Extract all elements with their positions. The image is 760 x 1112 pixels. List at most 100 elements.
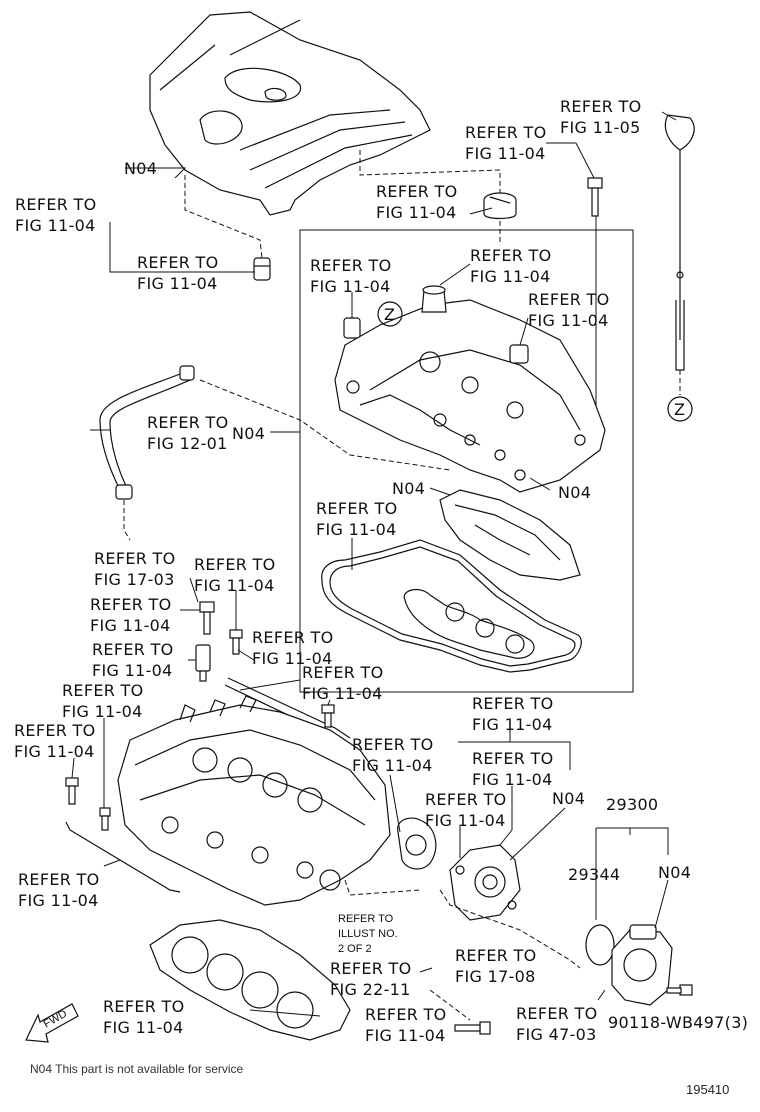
label-ref-head-left2-a: REFER TO: [14, 721, 96, 740]
label-ref-pump-mid-a: REFER TO: [472, 749, 554, 768]
label-ref-illust-c: 2 OF 2: [338, 943, 372, 955]
label-ref-22-11-a: REFER TO: [330, 959, 412, 978]
label-ref-head-left-a: REFER TO: [62, 681, 144, 700]
z-right-label: Z: [674, 400, 685, 419]
oil-filler-cap: [483, 192, 517, 220]
label-ref-pcv-a: REFER TO: [147, 413, 229, 432]
label-ref-sensor-b: FIG 11-04: [92, 661, 173, 680]
label-ref-bracket-b: FIG 11-04: [18, 891, 99, 910]
label-ref-thermo-a: REFER TO: [352, 735, 434, 754]
label-ref-head-left-b: FIG 11-04: [62, 702, 143, 721]
vacuum-pump-oring: [585, 924, 615, 966]
forward-arrow: FWD: [25, 1003, 79, 1043]
pcv-hose: [99, 365, 195, 500]
label-ref-pump-top-b: FIG 11-04: [472, 715, 553, 734]
head-gasket: [149, 919, 351, 1041]
z-marker-left: [377, 301, 403, 327]
label-part-90118: 90118-WB497(3): [608, 1013, 748, 1032]
bolt-bottom: [454, 1021, 491, 1035]
label-ref-rail-a: REFER TO: [252, 628, 334, 647]
footnote-not-available: N04 This part is not available for servi…: [30, 1062, 244, 1076]
label-ref-bracket-a: REFER TO: [18, 870, 100, 889]
label-ref-stud-a: REFER TO: [90, 595, 172, 614]
label-ref-headgasket-a: REFER TO: [103, 997, 185, 1016]
bolt-left-low: [65, 777, 79, 805]
label-ref-bolt-small-a: REFER TO: [302, 663, 384, 682]
label-ref-plug-left-a: REFER TO: [310, 256, 392, 275]
vacuum-pump-bracket: [596, 827, 669, 855]
sensor-left: [195, 644, 211, 682]
leader-lines: [71, 111, 677, 1017]
bolt-upper-right: [587, 177, 603, 217]
label-ref-gasket-b: FIG 11-04: [316, 520, 397, 539]
label-ref-illust-a: REFER TO: [338, 913, 394, 925]
text-labels: REFER TO FIG 11-05 REFER TO FIG 11-04 N0…: [14, 97, 748, 1045]
baffle-plate: [439, 489, 581, 581]
label-ref-dipstick-a: REFER TO: [465, 123, 547, 142]
label-ref-stud-b: FIG 11-04: [90, 616, 171, 635]
label-ref-bolt-top-b: FIG 11-04: [194, 576, 275, 595]
spark-plug-tube-seal-mid: [421, 285, 447, 313]
label-ref-headgasket-b: FIG 11-04: [103, 1018, 184, 1037]
z-left-label: Z: [384, 305, 395, 324]
label-n04-pump: N04: [552, 789, 585, 808]
water-outlet-gasket: [397, 817, 437, 870]
label-ref-plug-mid-a: REFER TO: [470, 246, 552, 265]
cover-grommet: [253, 257, 271, 281]
label-ref-oilcap-b: FIG 11-04: [376, 203, 457, 222]
cylinder-head: [117, 695, 391, 906]
head-dash-right: [344, 879, 421, 896]
label-ref-pump-low-b: FIG 11-04: [425, 811, 506, 830]
label-ref-17-03-b: FIG 17-03: [94, 570, 175, 589]
pump-group-bracket: [458, 741, 571, 770]
bottom-bolt-dash: [429, 989, 471, 1021]
label-ref-11-05-a: REFER TO: [560, 97, 642, 116]
label-ref-grommet-b: FIG 11-04: [137, 274, 218, 293]
label-ref-cover-left-a: REFER TO: [15, 195, 97, 214]
spark-plug-tube-seal-right: [509, 344, 529, 364]
label-ref-plug-left-b: FIG 11-04: [310, 277, 391, 296]
valve-cover-gasket: [321, 539, 582, 673]
label-n04-pcv: N04: [232, 424, 265, 443]
diagram-number: 195410: [686, 1082, 730, 1097]
label-ref-plug-mid-b: FIG 11-04: [470, 267, 551, 286]
label-ref-bottom-bolt-b: FIG 11-04: [365, 1026, 446, 1045]
label-ref-pump-top-a: REFER TO: [472, 694, 554, 713]
label-ref-47-03-b: FIG 47-03: [516, 1025, 597, 1044]
label-ref-plug-right-b: FIG 11-04: [528, 311, 609, 330]
stud-left-low: [99, 807, 111, 831]
label-ref-pump-mid-b: FIG 11-04: [472, 770, 553, 789]
label-ref-bolt-small-b: FIG 11-04: [302, 684, 383, 703]
label-ref-plug-right-a: REFER TO: [528, 290, 610, 309]
pump-dash: [439, 889, 581, 969]
oil-dipstick: [664, 114, 695, 371]
label-n04-baffle: N04: [558, 483, 591, 502]
vacuum-pump: [611, 924, 673, 1006]
label-n04-cover: N04: [392, 479, 425, 498]
engine-cover: [149, 11, 431, 216]
label-ref-thermo-b: FIG 11-04: [352, 756, 433, 775]
label-ref-47-03-a: REFER TO: [516, 1004, 598, 1023]
label-n04-top: N04: [124, 159, 157, 178]
label-ref-sensor-a: REFER TO: [92, 640, 174, 659]
pcv-dash: [123, 500, 131, 541]
label-ref-oilcap-a: REFER TO: [376, 182, 458, 201]
label-ref-11-05-b: FIG 11-05: [560, 118, 641, 137]
spark-plug-tube-seal-left: [343, 317, 361, 339]
label-ref-grommet-a: REFER TO: [137, 253, 219, 272]
label-ref-bottom-bolt-a: REFER TO: [365, 1005, 447, 1024]
label-ref-17-08-b: FIG 17-08: [455, 967, 536, 986]
label-ref-cover-left-b: FIG 11-04: [15, 216, 96, 235]
label-ref-17-03-a: REFER TO: [94, 549, 176, 568]
z-marker-right: [667, 396, 693, 422]
label-ref-dipstick-b: FIG 11-04: [465, 144, 546, 163]
pcv-cover-dash: [199, 379, 451, 471]
label-part-29300: 29300: [606, 795, 658, 814]
label-ref-illust-b: ILLUST NO.: [338, 928, 398, 940]
label-ref-17-08-a: REFER TO: [455, 946, 537, 965]
label-ref-rail-b: FIG 11-04: [252, 649, 333, 668]
label-ref-gasket-a: REFER TO: [316, 499, 398, 518]
bolt-rail: [321, 704, 335, 728]
stud-small: [229, 629, 243, 655]
